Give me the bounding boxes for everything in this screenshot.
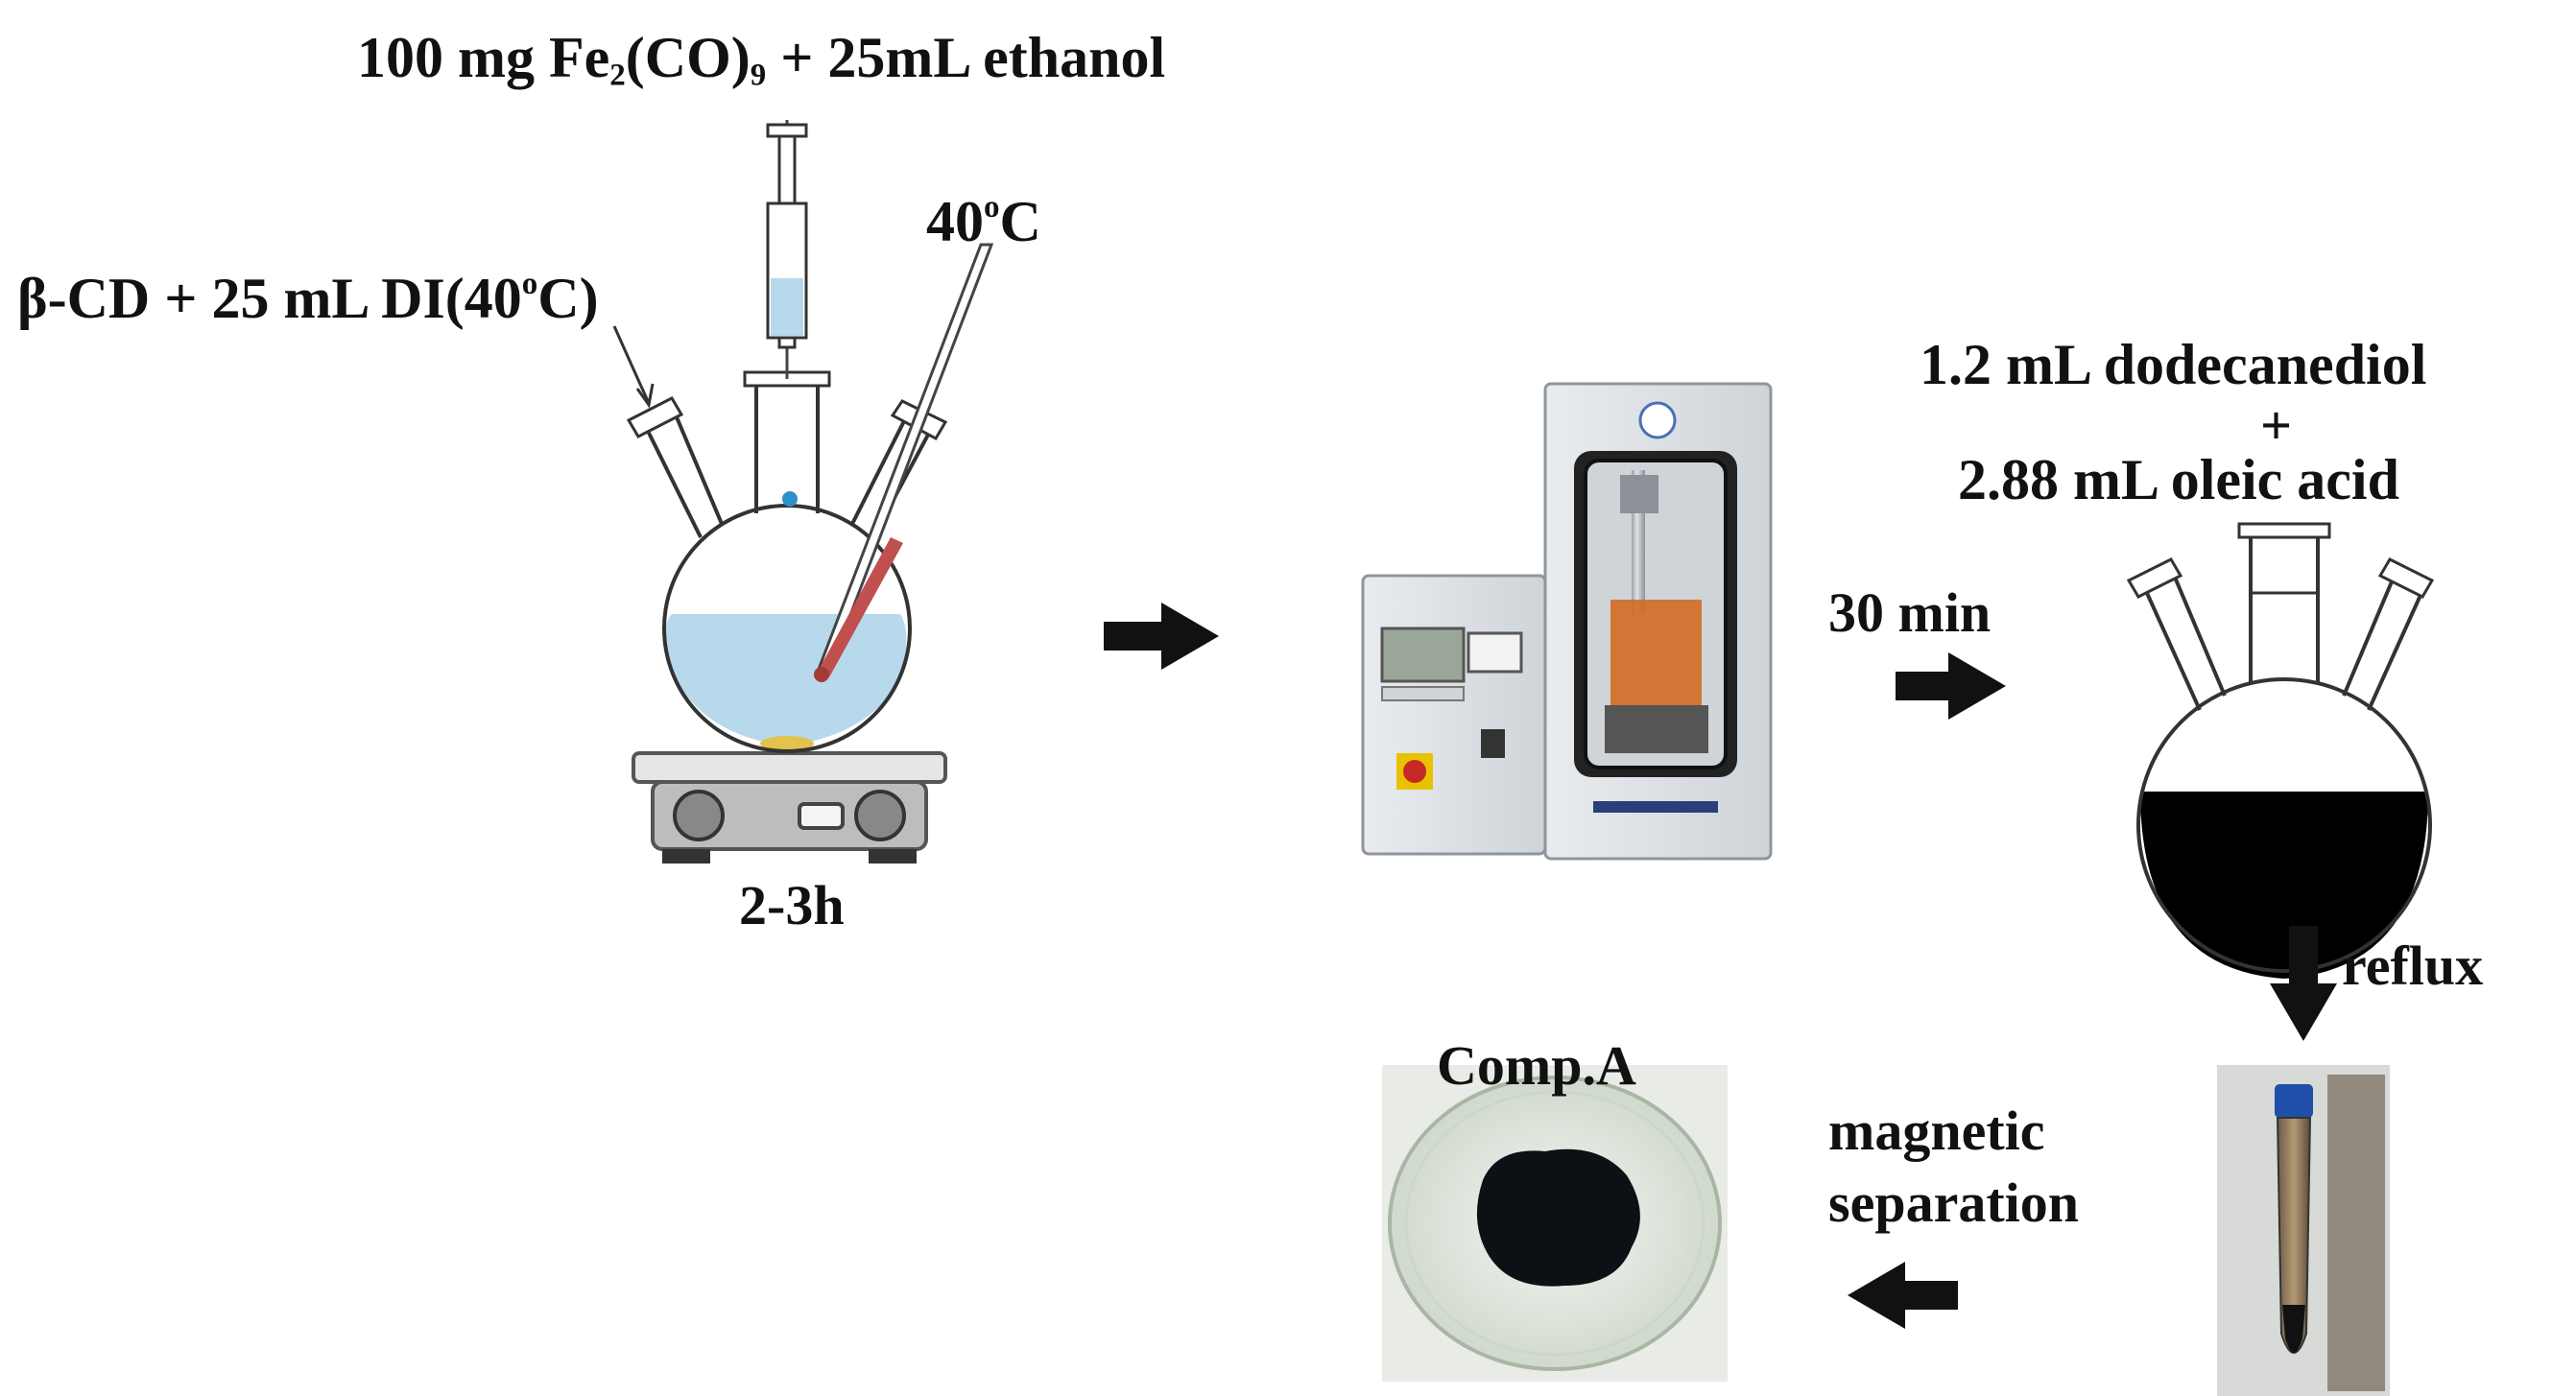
- temperature-label: 40oC: [926, 189, 1041, 253]
- flask-icon: [2126, 522, 2435, 979]
- reagent-label: 100 mg Fe2(CO)9 + 25mL ethanol: [357, 26, 1166, 93]
- centrifuge-tube-icon: [2217, 1065, 2390, 1396]
- reflux-label: reflux: [2342, 935, 2484, 997]
- flask-icon: [626, 370, 948, 753]
- arrow-icon: [1848, 1262, 1958, 1329]
- dodecanediol-label: 1.2 mL dodecanediol: [1920, 333, 2427, 396]
- petri-dish-icon: [1382, 1065, 1728, 1382]
- hotplate-icon: [632, 751, 947, 864]
- syringe-icon: [766, 120, 808, 379]
- arrow-icon: [1896, 652, 2006, 720]
- stir-time-label: 2-3h: [739, 874, 845, 936]
- product-label: Comp.A: [1437, 1034, 1636, 1097]
- magnetic-label: magnetic: [1828, 1100, 2045, 1162]
- sonicator-icon: [1361, 382, 1773, 861]
- beta-cd-label: β-CD + 25 mL DI(40oC): [17, 266, 599, 330]
- pointer-line: [612, 325, 655, 409]
- oleic-acid-label: 2.88 mL oleic acid: [1958, 448, 2399, 511]
- thermometer-icon: [814, 243, 994, 682]
- arrow-icon: [2270, 926, 2337, 1041]
- separation-label: separation: [1828, 1171, 2079, 1234]
- arrow-icon: [1104, 603, 1219, 670]
- plus-label: +: [2260, 394, 2293, 457]
- sonication-time-label: 30 min: [1828, 581, 1992, 644]
